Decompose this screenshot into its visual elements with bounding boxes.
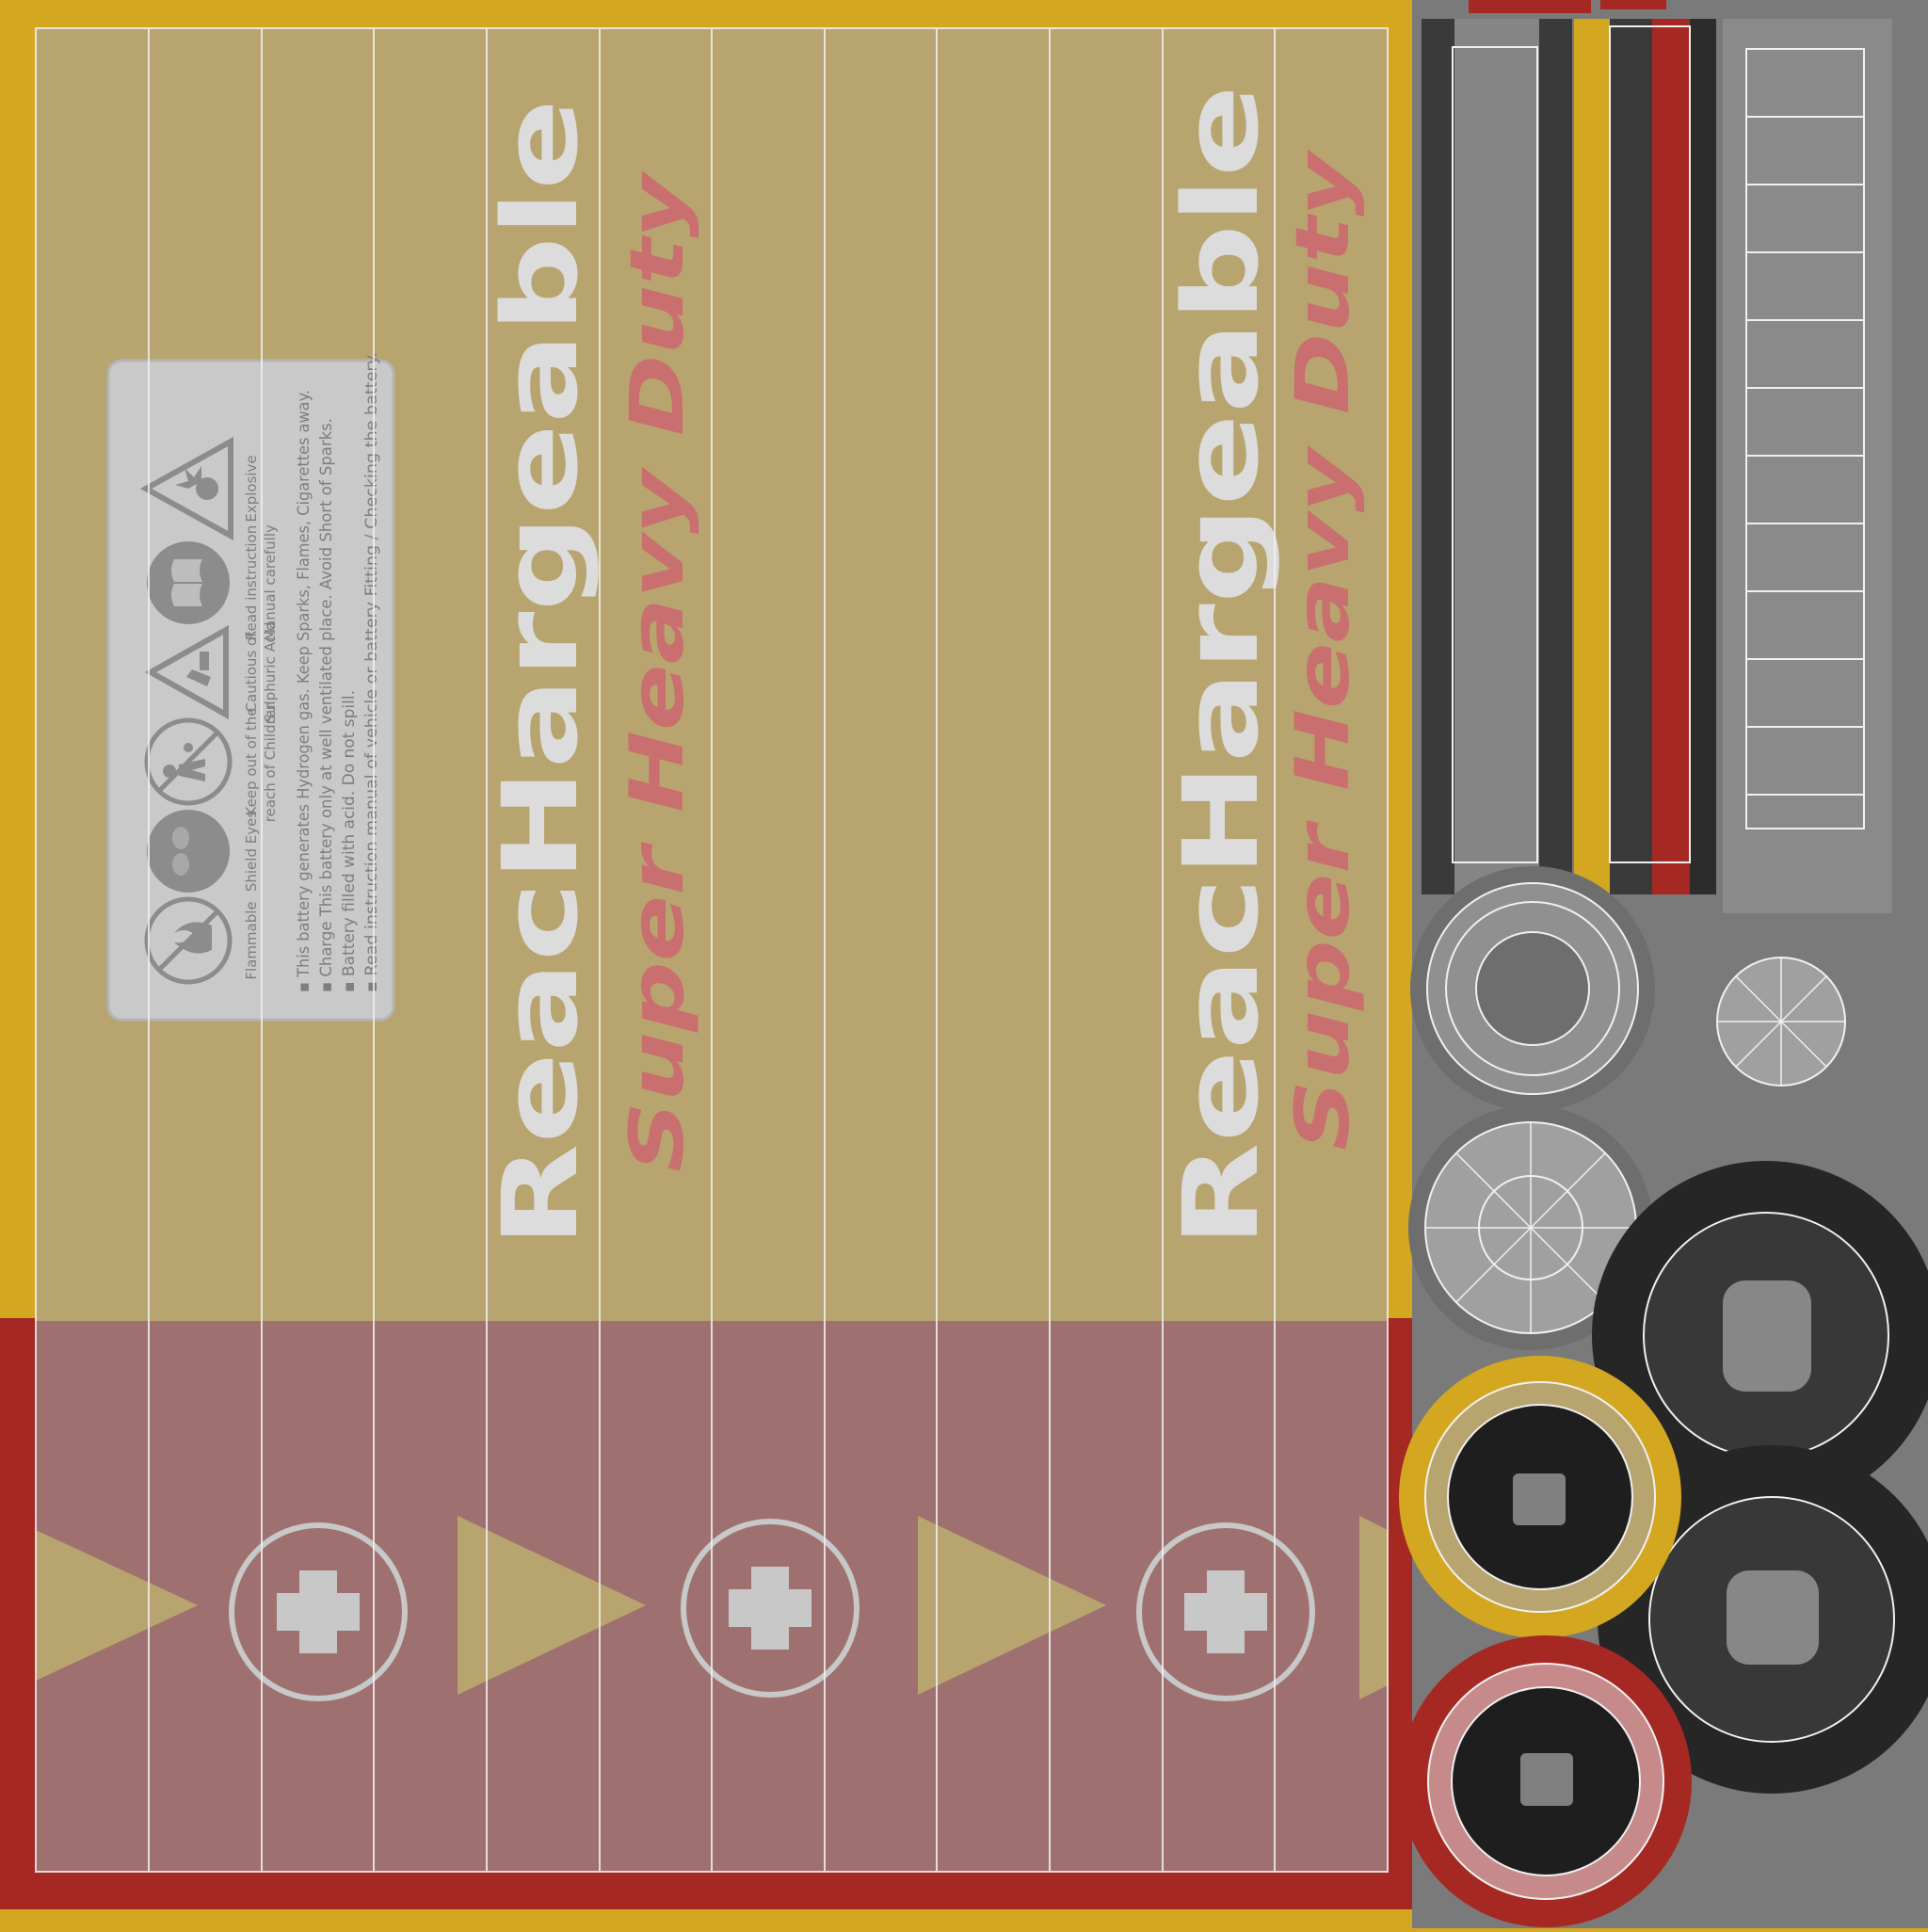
strip-wireframe (1452, 25, 1865, 863)
disc-grey (1445, 901, 1620, 1076)
plus-circle (229, 1522, 408, 1701)
plus-circle (1136, 1522, 1315, 1701)
strip-yellow (1574, 19, 1610, 894)
shield-eyes-icon (147, 810, 230, 893)
brand-subtitle: Super Heavy Duty (616, 170, 700, 1172)
flammable-icon (144, 896, 233, 985)
terminal-post (1520, 1753, 1573, 1806)
warning-panel-content: Flammable Shield Eyes Keep out of the re… (139, 352, 381, 992)
icon-caption: Flammable (243, 901, 260, 979)
strip-red-top (1600, 0, 1666, 9)
warning-note: ▪ Charge This battery only at well venti… (317, 418, 336, 992)
uv-grid-lines (35, 27, 1389, 1873)
keep-away-children-icon (144, 717, 233, 806)
icon-caption: Shield Eyes (243, 811, 260, 892)
disc-spokes (1717, 958, 1845, 1086)
brand-title: ReacHargeable (480, 99, 601, 1248)
strip-dark (1690, 19, 1716, 894)
icon-caption: Sulphuric Acid (262, 621, 279, 722)
acid-icon (144, 624, 229, 720)
terminal-post (1723, 1280, 1811, 1392)
warning-note: ▪ This battery generates Hydrogen gas. K… (295, 390, 313, 992)
plus-circle (681, 1519, 860, 1698)
brand-subtitle: Super Heavy Duty (1281, 149, 1366, 1151)
icon-caption: Cautious of (243, 632, 260, 713)
icon-caption: reach of Children (262, 701, 279, 822)
warning-note: ▪ Battery filled with acid. Do not spill… (340, 690, 359, 992)
strip-light (1723, 19, 1892, 913)
arrow-mark (458, 1516, 646, 1695)
plus-icon (729, 1567, 811, 1650)
icon-caption: Manual carefully (262, 524, 279, 641)
warning-panel: Flammable Shield Eyes Keep out of the re… (106, 352, 395, 1022)
plus-icon (277, 1570, 360, 1653)
manual-icon (147, 541, 230, 624)
disc-grey (1475, 931, 1590, 1046)
icon-caption: Explosive (243, 455, 260, 522)
terminal-post (1727, 1570, 1819, 1665)
strip-red-top (1469, 0, 1591, 13)
arrow-mark (1359, 1516, 1388, 1699)
terminal-post (1513, 1473, 1566, 1525)
icon-caption: Read instruction (243, 525, 260, 640)
warning-note: ▪ Read instruction manual of vehicle or … (362, 352, 381, 992)
strip-dark (1610, 19, 1652, 894)
strip-mid (1454, 19, 1539, 894)
yellow-bottom-strip (0, 1909, 1412, 1928)
battery-label: ReacHargeable Super Heavy Duty ReacHarge… (35, 27, 1389, 1873)
explosive-icon (139, 436, 233, 541)
terminal-marks (36, 1516, 1388, 1701)
side-parts (1399, 0, 1928, 1928)
arrow-mark (918, 1516, 1106, 1695)
plus-icon (1184, 1570, 1267, 1653)
strip-red (1652, 19, 1690, 894)
disc-spokes (1425, 1122, 1636, 1333)
icon-caption: Keep out of the (243, 707, 260, 815)
brand-title: ReacHargeable (1161, 85, 1281, 1248)
arrow-mark (36, 1530, 198, 1681)
